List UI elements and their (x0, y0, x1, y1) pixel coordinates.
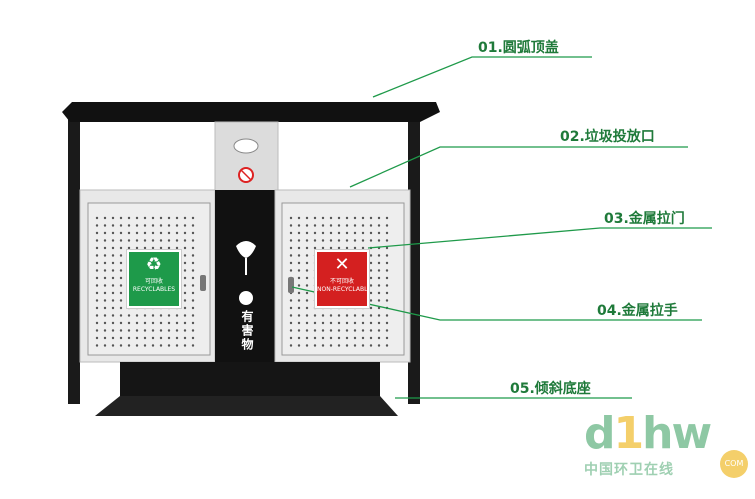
left-door (87, 202, 211, 356)
leader-lines (291, 56, 712, 399)
tilted-base (95, 396, 398, 416)
label-metal-handle: 04.金属拉手 (597, 303, 678, 319)
label-arc-top-cover: 01.圆弧顶盖 (478, 40, 559, 56)
label-metal-door: 03.金属拉门 (604, 211, 685, 227)
right-handle (288, 277, 294, 293)
ashtray-slot (233, 138, 259, 154)
hazardous-label: 有害物 (240, 310, 254, 352)
left-handle (200, 275, 206, 291)
non-recyclable-title: 不可回收 (329, 278, 354, 285)
non-recyclable-subtitle: NON-RECYCLABLE (317, 286, 369, 293)
recycle-icon: ♻ (145, 254, 163, 275)
watermark-tagline: 中国环卫在线 (584, 462, 674, 478)
recyclable-subtitle: RECYCLABLES (132, 286, 176, 293)
watermark-badge: COM (720, 450, 748, 478)
left-post (68, 112, 80, 404)
label-tilted-base: 05.倾斜底座 (510, 381, 591, 397)
center-column (215, 190, 275, 362)
hazard-icon (239, 291, 253, 305)
disposal-opening (236, 241, 256, 258)
arc-top-cover (62, 102, 440, 122)
watermark-brand: d1hw (584, 408, 712, 459)
base-plinth (120, 362, 380, 398)
right-post (408, 112, 420, 404)
non-recycle-icon: ✕ (334, 254, 350, 275)
watermark-logo: d1hw 中国环卫在线 COM (584, 412, 754, 498)
recyclable-title: 可回收 (144, 278, 163, 285)
label-disposal-opening: 02.垃圾投放口 (560, 129, 655, 145)
